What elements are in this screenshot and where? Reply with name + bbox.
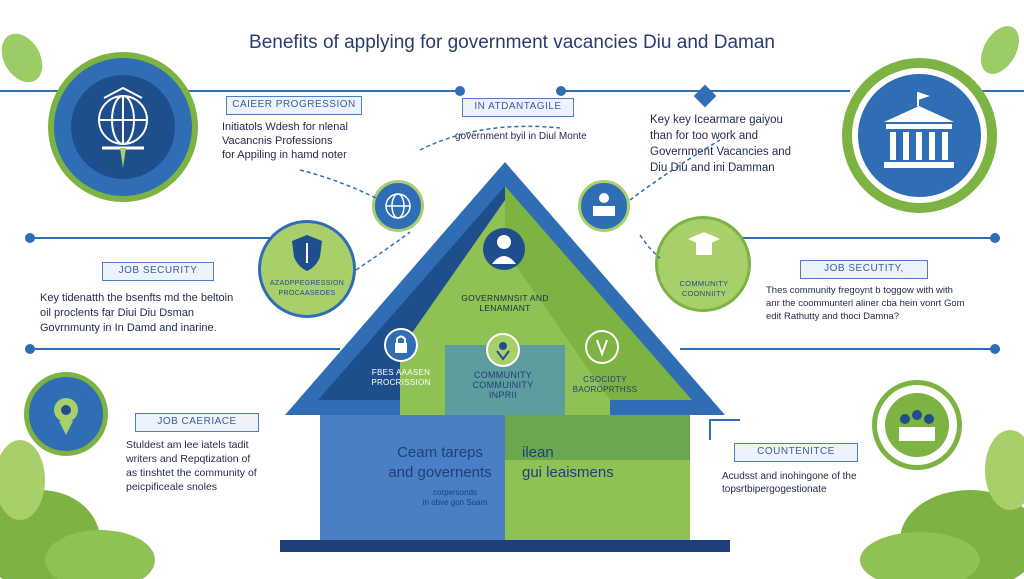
small-people-circle — [578, 180, 630, 232]
divider-line — [30, 237, 280, 239]
courthouse-icon — [884, 92, 954, 168]
house-right-label: CSOCIDTY BAOROPRTHSS — [572, 375, 638, 394]
hand-icon — [596, 339, 608, 357]
job-security-text-left: Key tidenatth the bsenfts md the beltoin… — [40, 292, 234, 334]
divider-line — [0, 90, 60, 92]
advantage-pill: IN ATDANTAGILE — [462, 98, 574, 117]
person-circle — [483, 228, 525, 270]
career-progression-text: Initiatols Wdesh for nlenal Vacancnis Pr… — [222, 121, 348, 161]
house-left-label: FBES AAASEN PROCRISSION — [371, 368, 431, 387]
location-circle — [24, 372, 108, 456]
hand-circle — [585, 330, 619, 364]
countenitce-pill: COUNTENITCE — [734, 443, 858, 462]
divider-line — [160, 90, 460, 92]
leaf-decoration-top-right — [981, 26, 1019, 74]
countenitce-text: Acudsst and inohingone of the topsrtbipe… — [722, 471, 857, 495]
house-center-label: COMMUNITY COMMUINITY INPRII — [472, 370, 534, 400]
divider-dot — [556, 86, 566, 96]
divider-dot — [990, 344, 1000, 354]
page-title: Benefits of applying for government vaca… — [249, 32, 775, 53]
person-icon — [492, 235, 516, 264]
location-pin-icon — [54, 398, 78, 435]
job-security-pill-right: JOB SECUTITY, — [800, 260, 928, 279]
padlock-icon — [395, 335, 407, 353]
divider-dot — [455, 86, 465, 96]
leaf-decoration-top-left — [1, 33, 43, 83]
graduation-cap-icon — [688, 232, 720, 255]
padlock-circle — [384, 328, 418, 362]
career-progression-pill: CAIEER PROGRESSION — [226, 96, 362, 115]
job-security-text-right: Thes community fregoynt b toggow with wi… — [766, 285, 965, 322]
community-circle: COMMUNITY COONNIITY — [655, 216, 751, 312]
globe-icon — [71, 75, 175, 179]
hand-icon — [496, 342, 510, 361]
shield-icon — [292, 235, 322, 271]
job-caeriace-text: Stuldest am lee iatels tadit writers and… — [126, 439, 257, 493]
job-caeriace-pill: JOB CAERIACE — [135, 413, 259, 432]
small-globe-circle — [372, 180, 424, 232]
people-icon — [885, 393, 949, 457]
shield-circle: AZADPPEGRESSION PROCAASEOES — [258, 220, 356, 318]
community-people-circle — [872, 380, 962, 470]
globe-circle — [48, 52, 198, 202]
people-icon — [593, 193, 615, 216]
house-bottom-right-text: ilean gui leaismens — [522, 444, 614, 481]
divider-dot — [25, 344, 35, 354]
divider-dot — [990, 233, 1000, 243]
house-bottom-left-text: Cеam tareps and governents — [388, 444, 492, 481]
center-circle — [486, 333, 520, 367]
divider-line — [740, 237, 1000, 239]
divider-line — [30, 348, 340, 350]
divider-line — [680, 348, 1000, 350]
job-security-pill-left: JOB SECURITY — [102, 262, 214, 281]
globe-icon — [385, 193, 411, 219]
divider-dot — [25, 233, 35, 243]
key-benefits-text: Key key Icearmare gaiyou than for too wo… — [650, 114, 792, 174]
leaf-decoration-bottom-right — [860, 430, 1024, 579]
courthouse-circle — [842, 58, 997, 213]
house-roof-label: GOVERNMNSIT AND LENAMIANT — [461, 293, 549, 313]
advantage-text: government byil in Diul Monte — [455, 131, 587, 142]
leaf-decoration-bottom-left — [0, 440, 155, 579]
house-bottom-small-text: corpersonds in obve gon Suam — [422, 488, 488, 507]
